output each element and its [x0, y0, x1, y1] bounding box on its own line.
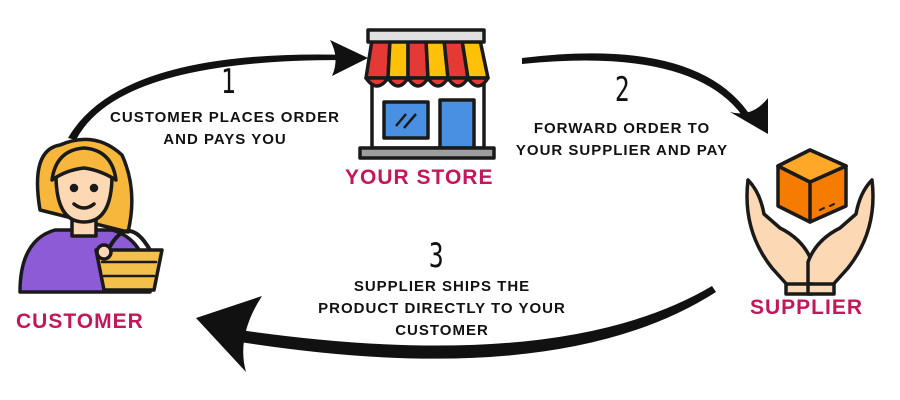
step-2-number: 2 — [614, 70, 630, 110]
arrow-supplier-to-customer — [240, 286, 716, 359]
step-3-line-3: CUSTOMER — [395, 322, 489, 339]
arrow-head-2 — [730, 98, 768, 134]
step-3-line-2: PRODUCT DIRECTLY TO YOUR — [318, 300, 566, 317]
step-1-number: 1 — [220, 62, 236, 102]
step-3-number: 3 — [428, 236, 444, 276]
step-2-line-2: YOUR SUPPLIER AND PAY — [515, 142, 729, 159]
customer-label: CUSTOMER — [16, 310, 144, 333]
step-3-text: SUPPLIER SHIPS THE PRODUCT DIRECTLY TO Y… — [302, 276, 582, 342]
step-3-line-1: SUPPLIER SHIPS THE — [353, 278, 531, 295]
store-label: YOUR STORE — [345, 166, 494, 189]
step-2-line-1: FORWARD ORDER TO — [533, 120, 711, 137]
step-1-line-2: AND PAYS YOU — [163, 131, 287, 148]
supplier-label: SUPPLIER — [750, 296, 864, 319]
step-1-text: CUSTOMER PLACES ORDER AND PAYS YOU — [100, 107, 350, 151]
arrow-head-3 — [196, 296, 262, 372]
arrow-store-to-supplier — [522, 53, 752, 121]
arrow-head-1 — [330, 40, 368, 76]
step-2-text: FORWARD ORDER TO YOUR SUPPLIER AND PAY — [500, 118, 744, 162]
step-1-line-1: CUSTOMER PLACES ORDER — [110, 109, 340, 126]
